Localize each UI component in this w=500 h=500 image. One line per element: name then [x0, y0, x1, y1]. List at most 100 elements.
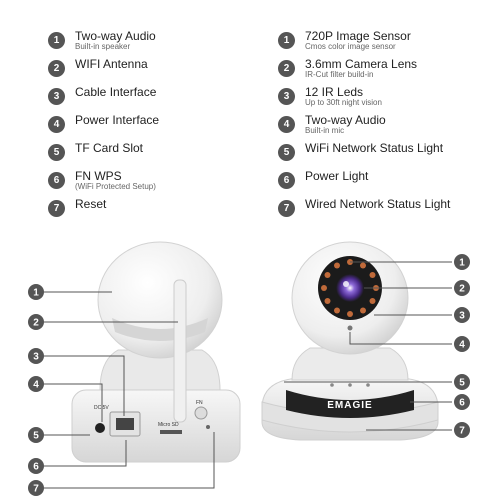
svg-text:5: 5: [459, 378, 465, 389]
wifi-status-light: [330, 383, 334, 387]
microphone-hole: [347, 325, 353, 331]
leader-back-4: [44, 383, 103, 422]
svg-text:3: 3: [33, 352, 39, 363]
legend-sub: Up to 30ft night vision: [305, 98, 382, 107]
camera-back-view: DC 5V Micro SD FN: [71, 241, 241, 463]
front-callout-1: 1: [454, 254, 470, 270]
ir-led: [360, 262, 366, 269]
callout-badge: 6: [48, 172, 65, 189]
front-callout-3: 3: [454, 307, 470, 323]
legend-sub: Built-in speaker: [75, 42, 131, 51]
callout-badge: 7: [48, 200, 65, 217]
callout-badge: 3: [48, 88, 65, 105]
front-callout-5: 5: [454, 374, 470, 390]
legend-label: Two-way Audio: [75, 29, 156, 43]
legend-label: WIFI Antenna: [75, 57, 148, 71]
callout-badge: 6: [278, 172, 295, 189]
svg-text:2: 2: [459, 284, 465, 295]
camera-front-view: EMAGIE: [261, 241, 439, 441]
ir-led: [369, 298, 376, 304]
callout-badge: 4: [48, 116, 65, 133]
svg-text:5: 5: [33, 431, 39, 442]
fn-wps-button: [194, 406, 208, 420]
tf-card-slot: [160, 430, 182, 434]
front-callout-2: 2: [454, 280, 470, 296]
label-fn: FN: [196, 400, 203, 406]
legend-right-item-7: 7 Wired Network Status Light: [278, 198, 450, 222]
callout-badge: 4: [278, 116, 295, 133]
callout-badge: 1: [278, 32, 295, 49]
back-callout-2: 2: [28, 314, 44, 330]
svg-text:6: 6: [33, 462, 39, 473]
callout-badge: 5: [48, 144, 65, 161]
svg-text:4: 4: [459, 340, 465, 351]
label-tf: Micro SD: [158, 422, 179, 428]
back-callout-4: 4: [28, 376, 44, 392]
legend-right-item-5: 5 WiFi Network Status Light: [278, 142, 450, 166]
ir-led: [360, 307, 366, 314]
legend-label: Two-way Audio: [305, 113, 386, 127]
legend-sub: Cmos color image sensor: [305, 42, 396, 51]
front-band: [286, 390, 414, 418]
camera-front-neck: [291, 347, 409, 381]
power-status-light: [348, 383, 352, 387]
wifi-antenna: [173, 279, 187, 423]
power-port: [95, 423, 105, 433]
leader-back-7: [44, 432, 215, 489]
ir-led: [369, 272, 376, 278]
front-callouts: 1 2 3 4 5 6 7: [454, 254, 470, 438]
front-callout-7: 7: [454, 422, 470, 438]
svg-text:6: 6: [459, 398, 465, 409]
legend-label: Power Light: [305, 169, 369, 183]
svg-text:3: 3: [459, 311, 465, 322]
legend-left-item-2: 2 WIFI Antenna: [48, 58, 159, 82]
ir-led: [324, 298, 331, 304]
back-callout-6: 6: [28, 458, 44, 474]
ir-led: [324, 272, 331, 278]
legend-sub: Built-in mic: [305, 126, 345, 135]
legend-left-item-3: 3 Cable Interface: [48, 86, 159, 110]
callout-badge: 5: [278, 144, 295, 161]
ir-led: [334, 307, 340, 314]
leader-back-6: [44, 440, 127, 467]
legend-label: Reset: [75, 197, 107, 211]
legend-label: 12 IR Leds: [305, 85, 364, 99]
callout-badge: 1: [48, 32, 65, 49]
svg-text:2: 2: [33, 318, 39, 329]
legend-left-item-5: 5 TF Card Slot: [48, 142, 159, 166]
callout-badge: 3: [278, 88, 295, 105]
back-callout-3: 3: [28, 348, 44, 364]
camera-lens: [336, 274, 364, 302]
back-leader-lines: [44, 291, 215, 489]
back-callout-7: 7: [28, 480, 44, 496]
legend-sub: IR-Cut filter build-in: [305, 70, 374, 79]
front-callout-6: 6: [454, 394, 470, 410]
legend-label: TF Card Slot: [75, 141, 144, 155]
legend-left-item-4: 4 Power Interface: [48, 114, 159, 138]
front-callout-4: 4: [454, 336, 470, 352]
svg-text:1: 1: [33, 288, 39, 299]
callout-badge: 2: [278, 60, 295, 77]
back-callout-1: 1: [28, 284, 44, 300]
legend-label: 3.6mm Camera Lens: [305, 57, 418, 71]
legend-right-item-6: 6 Power Light: [278, 170, 450, 194]
legend-label: Cable Interface: [75, 85, 157, 99]
wired-status-light: [366, 383, 370, 387]
legend-sub: (WiFi Protected Setup): [75, 182, 156, 191]
leader-back-3: [44, 355, 125, 416]
svg-text:1: 1: [459, 258, 465, 269]
legend-left-item-6: 6 FN WPS(WiFi Protected Setup): [48, 170, 159, 194]
leader-front-4: [349, 332, 452, 345]
callout-badge: 7: [278, 200, 295, 217]
legend-label: 720P Image Sensor: [305, 29, 411, 43]
front-leader-lines: [284, 261, 452, 431]
ir-led: [347, 311, 353, 317]
ir-leds: [321, 259, 379, 317]
ir-led: [334, 262, 340, 269]
